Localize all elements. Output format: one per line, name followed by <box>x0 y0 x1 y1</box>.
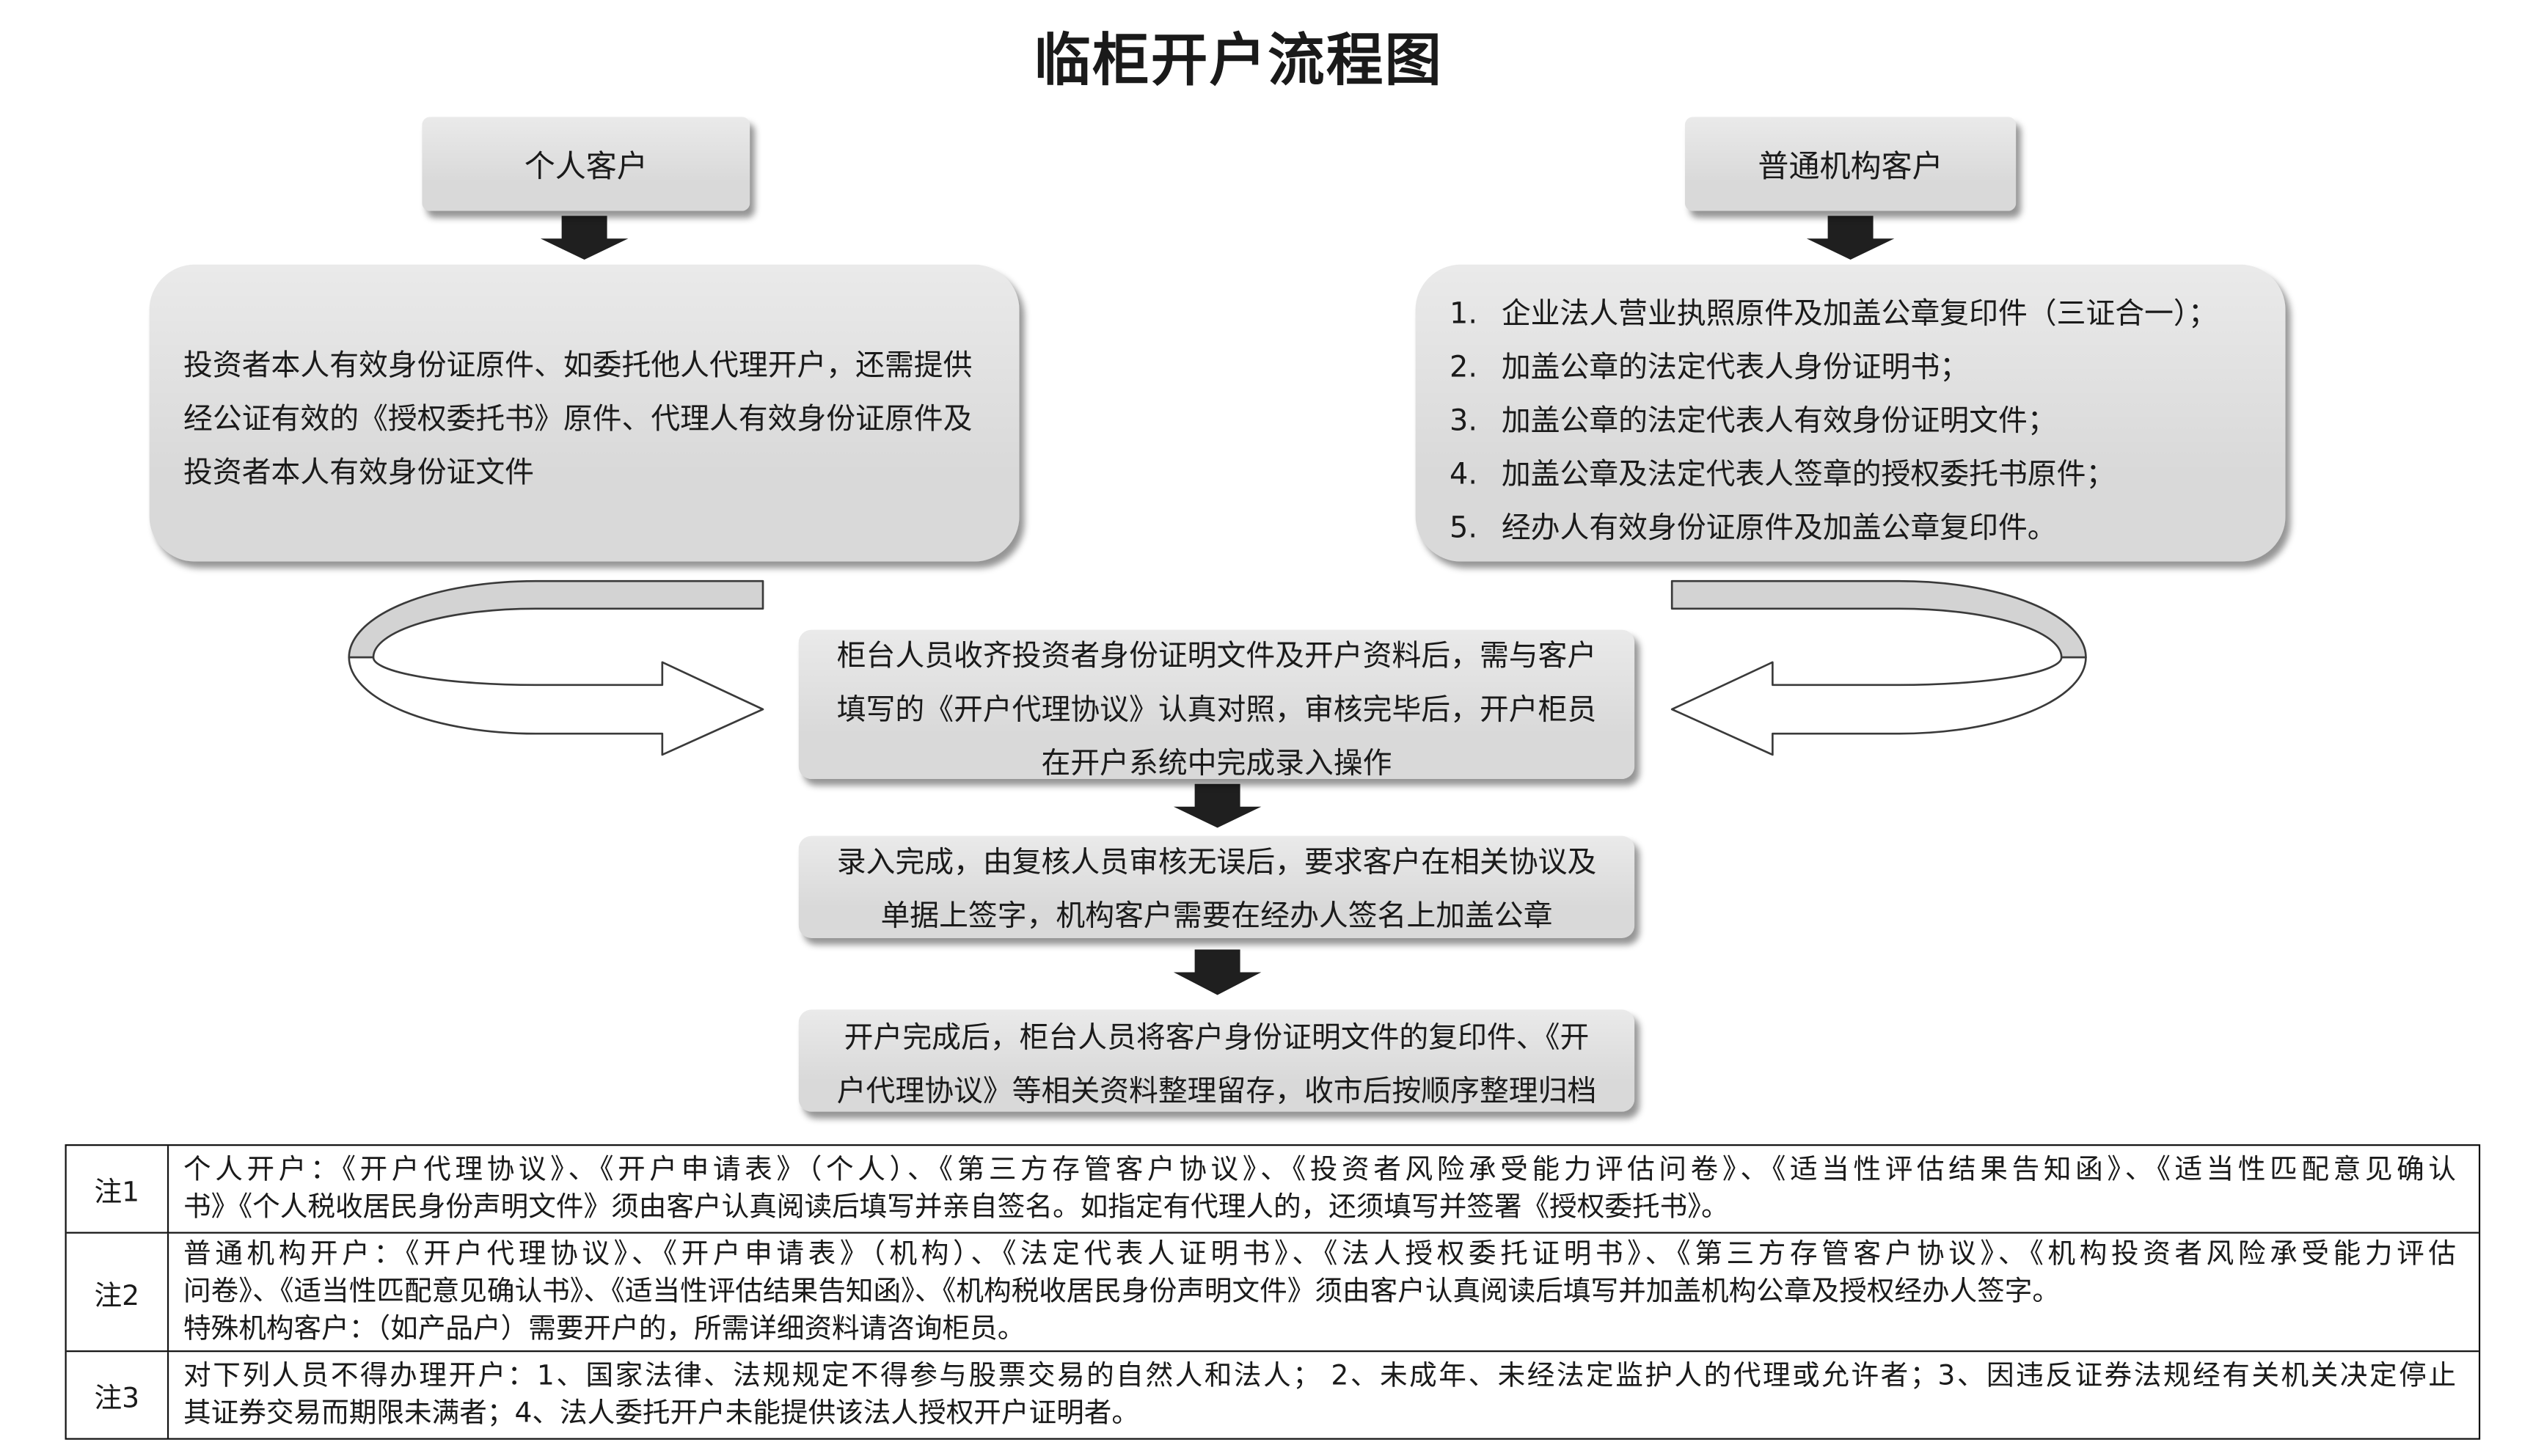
step-line: 户代理协议》等相关资料整理留存，收市后按顺序整理归档 <box>836 1074 1597 1109</box>
institution-requirement-item: 3. 加盖公章的法定代表人有效身份证明文件； <box>1450 395 2286 448</box>
step-line: 录入完成，由复核人员审核无误后，要求客户在相关协议及 <box>836 845 1597 880</box>
personal-requirement-line: 经公证有效的《授权委托书》原件、代理人有效身份证原件及 <box>183 402 973 437</box>
note-text: 对下列人员不得办理开户：1、国家法律、法规规定不得参与股票交易的自然人和法人； … <box>169 1352 2479 1438</box>
note-text: 普通机构开户：《开户代理协议》、《开户申请表》（机构）、《法定代表人证明书》、《… <box>169 1234 2479 1350</box>
down-arrow-institution <box>1806 216 1895 260</box>
item-text: 加盖公章的法定代表人身份证明书； <box>1501 350 1970 385</box>
notes-table: 注1 个人开户：《开户代理协议》、《开户申请表》（个人）、《第三方存管客户协议》… <box>65 1144 2481 1440</box>
institution-requirement-item: 2. 加盖公章的法定代表人身份证明书； <box>1450 341 2286 395</box>
table-row: 注1 个人开户：《开户代理协议》、《开户申请表》（个人）、《第三方存管客户协议》… <box>67 1146 2479 1232</box>
item-text: 加盖公章的法定代表人有效身份证明文件； <box>1501 403 2057 439</box>
item-number: 4. <box>1450 458 1478 492</box>
step-line: 柜台人员收齐投资者身份证明文件及开户资料后，需与客户 <box>836 639 1597 674</box>
personal-client-label: 个人客户 <box>524 148 648 185</box>
curved-arrow-left-back <box>348 579 764 659</box>
note-text: 个人开户：《开户代理协议》、《开户申请表》（个人）、《第三方存管客户协议》、《投… <box>169 1146 2479 1232</box>
curved-arrow-right <box>1670 579 2087 756</box>
note-line: 对下列人员不得办理开户：1、国家法律、法规规定不得参与股票交易的自然人和法人； … <box>183 1359 2456 1392</box>
down-arrow-step-1 <box>1173 783 1262 828</box>
step-line: 单据上签字，机构客户需要在经办人签名上加盖公章 <box>880 899 1553 934</box>
note-line: 其证券交易而期限未满者；4、法人委托开户未能提供该法人授权开户证明者。 <box>183 1397 1140 1430</box>
institution-client-box: 普通机构客户 <box>1684 117 2017 211</box>
item-text: 经办人有效身份证原件及加盖公章复印件。 <box>1501 511 2057 546</box>
note-label: 注3 <box>67 1352 169 1438</box>
personal-client-box: 个人客户 <box>422 117 750 211</box>
curved-arrow-left <box>348 579 764 756</box>
step-line: 填写的《开户代理协议》认真对照，审核完毕后，开户柜员 <box>836 692 1597 728</box>
step-sign-box: 录入完成，由复核人员审核无误后，要求客户在相关协议及 单据上签字，机构客户需要在… <box>798 835 1635 938</box>
table-row: 注2 普通机构开户：《开户代理协议》、《开户申请表》（机构）、《法定代表人证明书… <box>66 1232 2479 1351</box>
item-number: 1. <box>1450 296 1478 332</box>
step-line: 在开户系统中完成录入操作 <box>1041 746 1392 781</box>
curved-arrow-right-back <box>1670 579 2087 659</box>
step-review-box: 柜台人员收齐投资者身份证明文件及开户资料后，需与客户 填写的《开户代理协议》认真… <box>798 629 1635 780</box>
page-title: 临柜开户流程图 <box>1034 29 1444 95</box>
step-line: 开户完成后，柜台人员将客户身份证明文件的复印件、《开 <box>844 1020 1590 1056</box>
step-archive-box: 开户完成后，柜台人员将客户身份证明文件的复印件、《开 户代理协议》等相关资料整理… <box>798 1009 1635 1112</box>
note-line: 普通机构开户：《开户代理协议》、《开户申请表》（机构）、《法定代表人证明书》、《… <box>183 1237 2456 1270</box>
down-arrow-step-2 <box>1173 949 1262 995</box>
item-number: 2. <box>1450 350 1478 385</box>
institution-requirements-box: 1. 企业法人营业执照原件及加盖公章复印件（三证合一）； 2. 加盖公章的法定代… <box>1415 264 2286 562</box>
note-label: 注2 <box>67 1233 169 1351</box>
institution-requirement-item: 1. 企业法人营业执照原件及加盖公章复印件（三证合一）； <box>1450 288 2286 341</box>
item-number: 3. <box>1450 403 1478 439</box>
note-line: 问卷》、《适当性匹配意见确认书》、《适当性评估结果告知函》、《机构税收居民身份声… <box>183 1275 2061 1308</box>
note-line: 个人开户：《开户代理协议》、《开户申请表》（个人）、《第三方存管客户协议》、《投… <box>183 1153 2456 1186</box>
item-text: 加盖公章及法定代表人签章的授权委托书原件； <box>1501 458 2116 492</box>
curved-arrow-left-front <box>348 656 764 756</box>
table-row: 注3 对下列人员不得办理开户：1、国家法律、法规规定不得参与股票交易的自然人和法… <box>66 1350 2479 1438</box>
note-line: 书》《个人税收居民身份声明文件》须由客户认真阅读后填写并亲自签名。如指定有代理人… <box>183 1190 1729 1223</box>
item-text: 企业法人营业执照原件及加盖公章复印件（三证合一）； <box>1501 296 2218 332</box>
note-line: 特殊机构客户：（如产品户）需要开户的，所需详细资料请咨询柜员。 <box>183 1312 1026 1345</box>
personal-requirement-line: 投资者本人有效身份证文件 <box>183 456 535 491</box>
personal-requirements-box: 投资者本人有效身份证原件、如委托他人代理开户，还需提供 经公证有效的《授权委托书… <box>149 264 1020 562</box>
note-label: 注1 <box>67 1146 169 1232</box>
personal-requirement-line: 投资者本人有效身份证原件、如委托他人代理开户，还需提供 <box>183 348 973 384</box>
curved-arrow-right-front <box>1670 656 2087 756</box>
institution-requirement-item: 4. 加盖公章及法定代表人签章的授权委托书原件； <box>1450 448 2286 502</box>
item-number: 5. <box>1450 511 1478 546</box>
institution-requirement-item: 5. 经办人有效身份证原件及加盖公章复印件。 <box>1450 502 2286 555</box>
down-arrow-personal <box>540 216 629 260</box>
institution-client-label: 普通机构客户 <box>1758 148 1943 185</box>
